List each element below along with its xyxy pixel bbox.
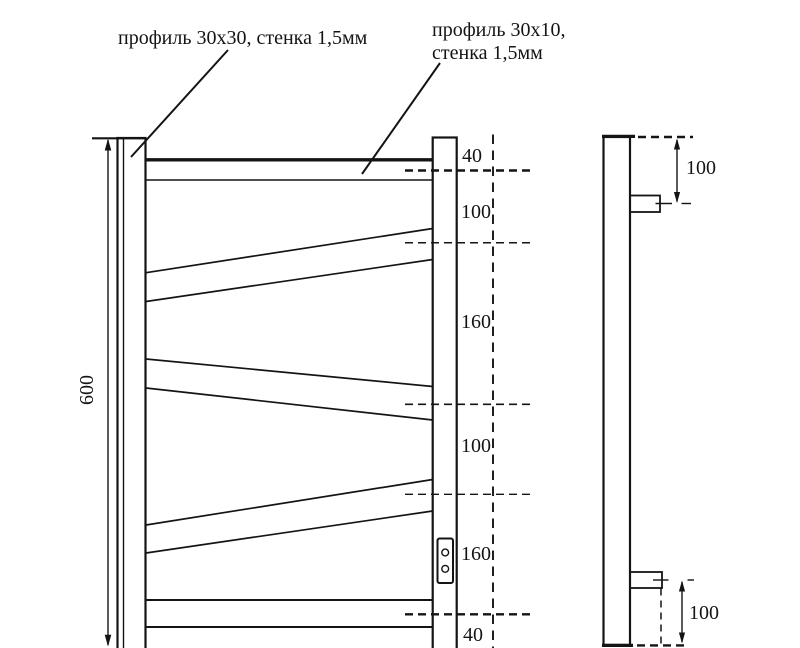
dimension-side-top-offset: 100 [686, 157, 716, 179]
slanted-crossbar-lower [145, 478, 433, 554]
callout-profile-30x10-line2: стенка 1,5мм [432, 42, 543, 64]
front-view-right-post [431, 136, 458, 648]
center-dashed-lines [405, 134, 531, 648]
slanted-crossbar-upper [145, 227, 433, 303]
callout-profile-30x10: профиль 30x10, стенка 1,5мм [432, 19, 565, 65]
side-view-bottom-dimension [678, 580, 686, 644]
dimension-spacing-160-lower: 160 [461, 543, 491, 565]
side-view-bottom-bracket [629, 571, 694, 645]
callout-profile-30x10-line1: профиль 30x10, [432, 19, 566, 41]
callout-profile-30x30: профиль 30x30, стенка 1,5мм [118, 27, 368, 49]
front-view-left-post [116, 136, 147, 648]
dimension-overall-height: 600 [76, 375, 98, 405]
dimension-spacing-100-lower: 100 [461, 435, 491, 457]
height-dimension-line [104, 138, 112, 647]
dimension-spacing-40-top: 40 [462, 145, 482, 167]
top-crossbar [145, 158, 433, 181]
terminal-plate [436, 537, 454, 584]
side-view-top-dimension [673, 138, 681, 203]
side-view-top-bracket [629, 194, 691, 213]
dimension-spacing-100-upper: 100 [461, 201, 491, 223]
callout-leader-lines [130, 49, 441, 175]
dimension-side-bottom-offset: 100 [689, 602, 719, 624]
dimension-spacing-160-upper: 160 [461, 311, 491, 333]
bottom-crossbar [145, 599, 433, 628]
side-view-post [602, 134, 693, 648]
slanted-crossbar-middle [145, 358, 433, 421]
dimension-spacing-40-bottom: 40 [463, 624, 483, 646]
